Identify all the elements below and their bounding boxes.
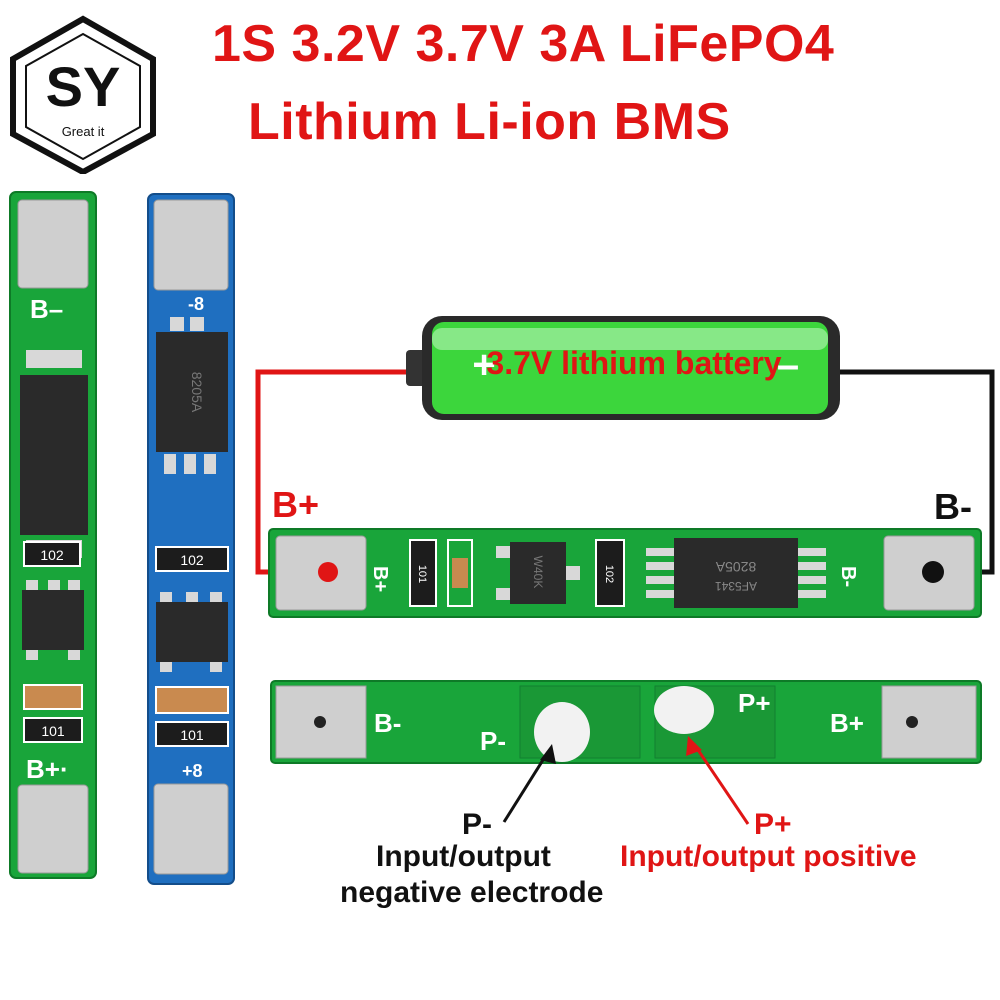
- board-front: B+ 101 W40K 102 8205A AF5341 B-: [268, 528, 982, 618]
- blue-top-label: -8: [188, 294, 204, 314]
- logo-tagline: Great it: [62, 124, 105, 139]
- front-r2: 102: [603, 565, 615, 583]
- top-pad: [17, 199, 89, 289]
- front-silk-b-plus: B+: [369, 566, 391, 592]
- blue-chip-label: 8205A: [189, 372, 205, 413]
- front-silk-b-minus: B-: [837, 566, 859, 587]
- callout-p-minus-line2: negative electrode: [340, 876, 604, 909]
- vertical-board-green: B– 102 101 B+·: [9, 191, 97, 879]
- blue-r2: 101: [180, 727, 204, 743]
- sy-logo: SY Great it: [10, 15, 156, 174]
- title-line-1: 1S 3.2V 3.7V 3A LiFePO4: [212, 15, 835, 73]
- blue-chip: [156, 332, 228, 452]
- callout-p-plus-title: P+: [754, 808, 792, 841]
- green-bottom-label: B+·: [26, 754, 69, 784]
- label-b-minus: B-: [934, 486, 972, 527]
- back-silk-b-minus: B-: [374, 708, 401, 738]
- back-silk-p-plus: P+: [738, 688, 771, 718]
- green-r1: 102: [40, 547, 64, 563]
- green-r2: 101: [41, 723, 65, 739]
- callout-p-minus-title: P-: [462, 808, 492, 841]
- battery-plus: +: [472, 343, 495, 387]
- b-minus-contact: [922, 561, 944, 583]
- vertical-board-blue: -8 8205A 102 101 +8: [147, 193, 235, 885]
- b-plus-contact: [318, 562, 338, 582]
- board-back: B- P- P+ B+: [270, 680, 982, 764]
- front-sot: W40K: [531, 556, 545, 589]
- back-silk-p-minus: P-: [480, 726, 506, 756]
- chip-8205a: [20, 375, 88, 535]
- blue-bottom-label: +8: [182, 761, 203, 781]
- callout-p-plus-line1: Input/output positive: [620, 840, 917, 873]
- title-line-2: Lithium Li-ion BMS: [248, 93, 731, 151]
- front-chip-sub: AF5341: [715, 579, 757, 593]
- bottom-pad: [17, 784, 89, 874]
- callout-p-minus-line1: Input/output: [376, 840, 551, 873]
- green-top-label: B–: [30, 294, 63, 324]
- logo-letters: SY: [46, 55, 121, 118]
- front-r1: 101: [416, 565, 428, 583]
- back-silk-b-plus: B+: [830, 708, 864, 738]
- blue-r1: 102: [180, 552, 204, 568]
- battery-label: 3.7V lithium battery: [486, 345, 781, 381]
- battery: + 3.7V lithium battery –: [406, 316, 840, 420]
- label-b-plus: B+: [272, 484, 320, 525]
- front-chip: 8205A: [715, 559, 756, 575]
- battery-minus: –: [777, 343, 799, 387]
